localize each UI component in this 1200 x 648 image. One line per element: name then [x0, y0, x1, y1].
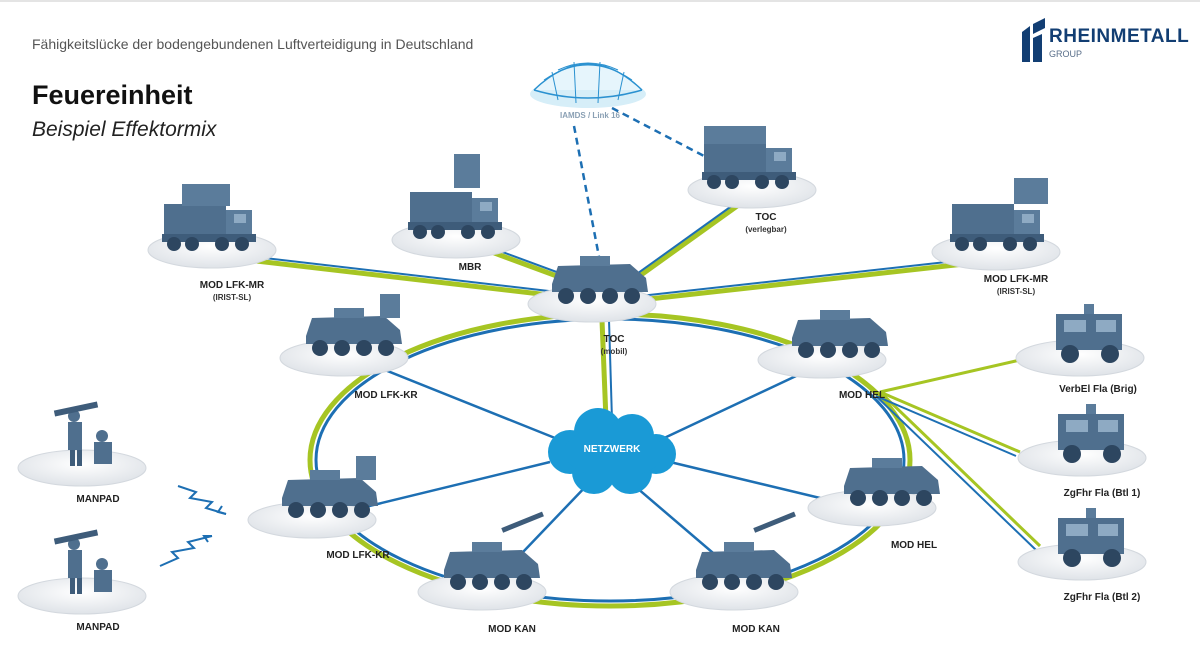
page-subtitle: Beispiel Effektormix [32, 118, 217, 141]
node-label: MOD LFK-KR [354, 390, 418, 401]
node-label: MANPAD [76, 494, 119, 505]
node-sublabel: (mobil) [601, 347, 628, 356]
logo-name: RHEINMETALL [1049, 26, 1190, 47]
node-label: MOD LFK-KR [326, 550, 390, 561]
node-label: ZgFhr Fla (Btl 2) [1064, 592, 1141, 603]
logo-group: GROUP [1049, 49, 1083, 59]
hel-fan-links-blue [875, 395, 1037, 551]
toc-links [229, 199, 1001, 421]
node-sublabel: (verlegbar) [745, 225, 787, 234]
node-mod-hel-bottom: MOD HEL [807, 458, 940, 551]
node-label: MOD HEL [839, 390, 885, 401]
node-label: MANPAD [76, 622, 119, 633]
node-label: VerbEl Fla (Brig) [1059, 384, 1137, 395]
node-label: MOD KAN [732, 624, 780, 635]
node-mod-lfk-mr-left: MOD LFK-MR (IRIST-SL) [147, 184, 277, 302]
node-zgfhr-fla-2: ZgFhr Fla (Btl 2) [1017, 508, 1147, 603]
node-zgfhr-fla-1: ZgFhr Fla (Btl 1) [1017, 404, 1147, 499]
node-mbr: MBR [391, 154, 521, 273]
netzwerk-label: NETZWERK [584, 444, 641, 455]
node-label: ZgFhr Fla (Btl 1) [1064, 488, 1141, 499]
hel-fan-links [878, 358, 1042, 548]
top-divider [0, 0, 1200, 2]
node-label: MOD KAN [488, 624, 536, 635]
node-label: TOC [756, 212, 777, 223]
node-verbel-fla: VerbEl Fla (Brig) [1015, 304, 1145, 395]
node-label: MOD LFK-MR [984, 274, 1049, 285]
node-label: TOC [604, 334, 625, 345]
radio-link-icon [159, 485, 227, 567]
page-title: Feuereinheit [32, 80, 193, 110]
node-manpad-bottom: MANPAD [17, 529, 147, 633]
node-mod-lfk-mr-right: MOD LFK-MR (IRIST-SL) [931, 178, 1061, 296]
node-mod-kan-left: MOD KAN [417, 511, 547, 635]
rheinmetall-logo: RHEINMETALL GROUP [1018, 18, 1190, 68]
node-manpad-top: MANPAD [17, 401, 147, 505]
node-label: MOD HEL [891, 540, 937, 551]
node-sublabel: (IRIST-SL) [997, 287, 1036, 296]
node-mod-lfk-kr-top: MOD LFK-KR [279, 294, 418, 401]
node-toc-verlegbar: TOC (verlegbar) [687, 126, 817, 234]
rheinmetall-mark-icon [1022, 18, 1045, 62]
node-sublabel: (IRIST-SL) [213, 293, 252, 302]
node-mod-lfk-kr-bottom: MOD LFK-KR [247, 456, 390, 561]
netzwerk-cloud-icon [548, 408, 676, 494]
iamds-dome-icon [530, 61, 646, 108]
node-toc-mobil: TOC (mobil) [527, 256, 657, 356]
node-mod-kan-right: MOD KAN [669, 511, 799, 635]
node-mod-hel-top: MOD HEL [757, 310, 888, 401]
iamds-dashed-links [572, 106, 705, 263]
node-label: MBR [459, 262, 483, 273]
iamds-label: IAMDS / Link 16 [560, 111, 621, 120]
node-label: MOD LFK-MR [200, 280, 265, 291]
context-heading: Fähigkeitslücke der bodengebundenen Luft… [32, 36, 474, 52]
